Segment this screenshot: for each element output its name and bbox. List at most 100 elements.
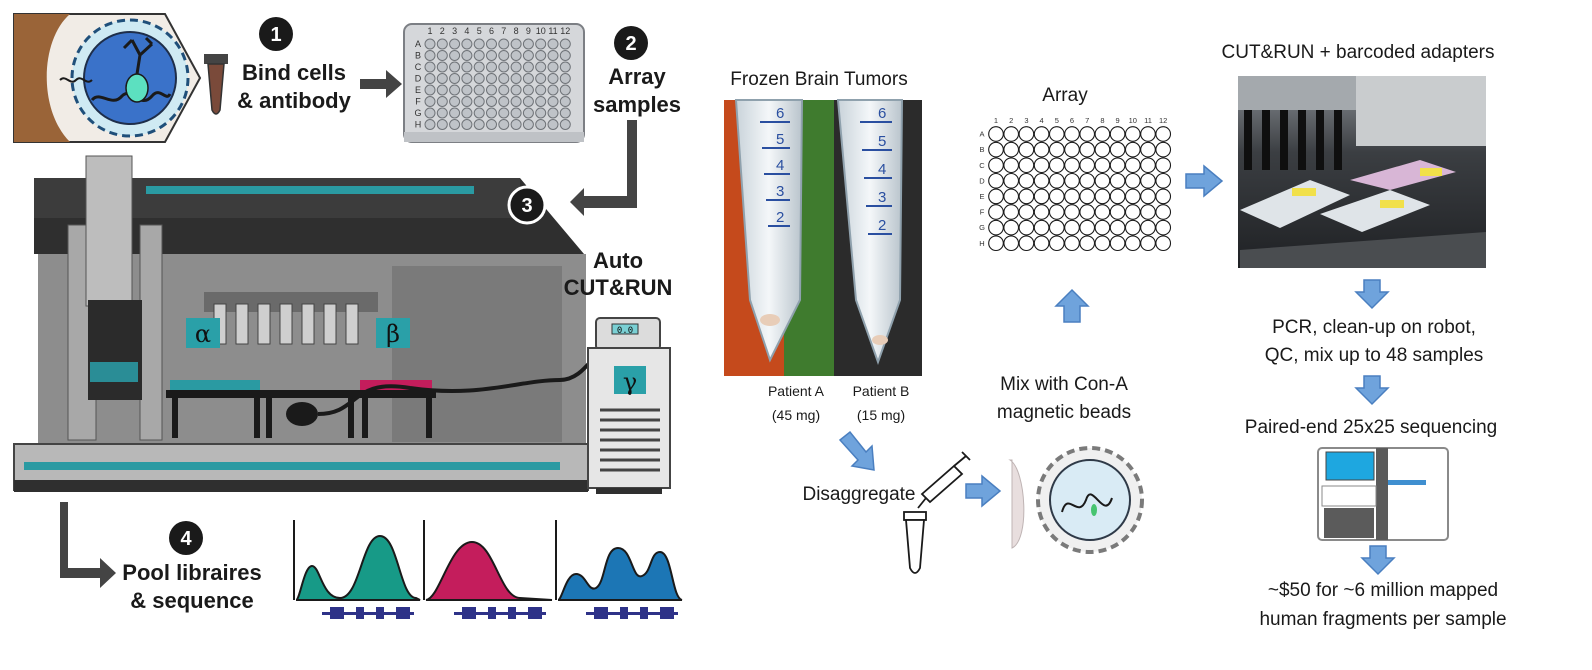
right-plate-well: [1124, 204, 1141, 220]
left-plate-well: [424, 119, 436, 130]
left-plate-well: [424, 61, 436, 73]
left-plate-well: [547, 38, 559, 50]
left-plate-well: [559, 61, 571, 73]
right-plate-well: [988, 172, 1004, 189]
right-plate-col-label: 10: [1129, 116, 1137, 125]
left-plate-row-label: B: [415, 51, 421, 61]
right-plate-well: [1140, 235, 1156, 252]
sequencing-peaks: [293, 520, 683, 619]
left-plate-well: [436, 84, 448, 96]
gene-models: [322, 607, 678, 619]
left-plate-well: [486, 107, 497, 119]
left-plate-well: [522, 84, 534, 96]
left-plate-well: [436, 119, 448, 130]
right-plate-well: [1018, 126, 1035, 142]
step-4-group: 4 Pool libraires & sequence: [122, 521, 262, 613]
right-plate-well: [1079, 219, 1096, 236]
left-plate-well: [461, 73, 473, 84]
right-plate-well: [1094, 157, 1111, 174]
left-plate-well: [510, 73, 522, 84]
bind-cells-label: Bind cells: [242, 60, 346, 85]
left-plate-well: [535, 50, 547, 61]
left-plate-well: [424, 50, 436, 61]
right-plate-well: [1079, 126, 1096, 142]
right-plate-row-label: F: [980, 208, 985, 217]
gamma-label: γ: [623, 368, 637, 396]
left-plate-well: [449, 107, 461, 119]
left-plate-well: [535, 119, 547, 130]
left-plate-well: [436, 96, 448, 107]
left-plate-well: [510, 50, 522, 61]
left-plate-well: [473, 38, 485, 50]
right-plate-well: [1109, 235, 1126, 252]
right-plate-well: [1048, 141, 1065, 158]
plate-teal: [170, 380, 260, 390]
left-plate-well: [486, 50, 497, 61]
right-plate-well: [1033, 204, 1050, 220]
left-plate-well: [461, 50, 473, 61]
left-plate-well: [486, 84, 497, 96]
arrow-down-blue-icon: [1354, 279, 1390, 310]
left-plate-well: [522, 38, 534, 50]
tube-mark-4a: 4: [776, 157, 784, 174]
right-plate-well: [1109, 188, 1126, 205]
left-plate-well: [535, 84, 547, 96]
right-plate-well: [1018, 157, 1035, 174]
right-plate-row-label: H: [979, 239, 984, 248]
step-1-group: 1 Bind cells & antibody: [237, 17, 352, 113]
right-plate-well: [1140, 219, 1156, 236]
left-plate-well: [559, 73, 571, 84]
alpha-label: α: [195, 320, 211, 348]
tube-mark-2b: 2: [878, 217, 886, 234]
left-plate-col-label: 1: [427, 26, 432, 36]
right-plate-well: [1003, 126, 1020, 142]
left-plate-well: [535, 96, 547, 107]
tube-mark-2a: 2: [776, 209, 784, 226]
right-plate-well: [1033, 172, 1050, 189]
right-plate-well: [1064, 172, 1080, 189]
left-plate-well: [473, 96, 485, 107]
tube-mark-3b: 3: [878, 189, 886, 206]
crimson-peak-track: [425, 540, 553, 601]
right-plate-well: [1155, 204, 1172, 220]
right-plate-well: [1155, 172, 1172, 189]
right-plate-well: [1109, 172, 1126, 189]
sequence-label: & sequence: [130, 588, 254, 613]
left-plate-well: [535, 73, 547, 84]
left-plate-well: [559, 38, 571, 50]
left-plate-well: [486, 73, 497, 84]
left-plate-col-label: 8: [514, 26, 519, 36]
right-plate-row-label: C: [979, 161, 985, 170]
right-plate-well: [1124, 172, 1141, 189]
left-plate-well: [436, 61, 448, 73]
left-plate-well: [461, 107, 473, 119]
left-plate-well: [559, 50, 571, 61]
tube-mark-3a: 3: [776, 183, 784, 200]
right-plate-well: [988, 188, 1004, 205]
arrow-down-blue-icon-3: [1360, 545, 1396, 576]
left-plate-well: [461, 61, 473, 73]
left-plate-well: [461, 96, 473, 107]
left-plate-well: [473, 73, 485, 84]
array-label: Array: [608, 64, 666, 89]
left-plate-well: [473, 61, 485, 73]
right-plate-well: [1064, 126, 1080, 142]
left-plate-well: [510, 119, 522, 130]
right-plate-well: [1109, 141, 1126, 158]
right-plate-well: [1003, 204, 1020, 220]
right-plate-well: [1079, 188, 1096, 205]
left-plate-well: [510, 107, 522, 119]
right-plate-well: [1064, 204, 1080, 220]
tube-mark-6b: 6: [878, 105, 886, 122]
left-plate-col-label: 5: [477, 26, 482, 36]
syringe-icon: [917, 451, 971, 509]
right-plate-well: [1155, 235, 1172, 252]
left-plate-col-label: 6: [489, 26, 494, 36]
step-4-number: 4: [180, 528, 192, 550]
left-plate-well: [510, 61, 522, 73]
arrow-right-blue-icon: [965, 474, 1002, 508]
thermocycler: 0.0 γ: [587, 317, 671, 494]
right-plate-well: [1048, 172, 1065, 189]
left-plate-row-label: E: [415, 85, 421, 95]
